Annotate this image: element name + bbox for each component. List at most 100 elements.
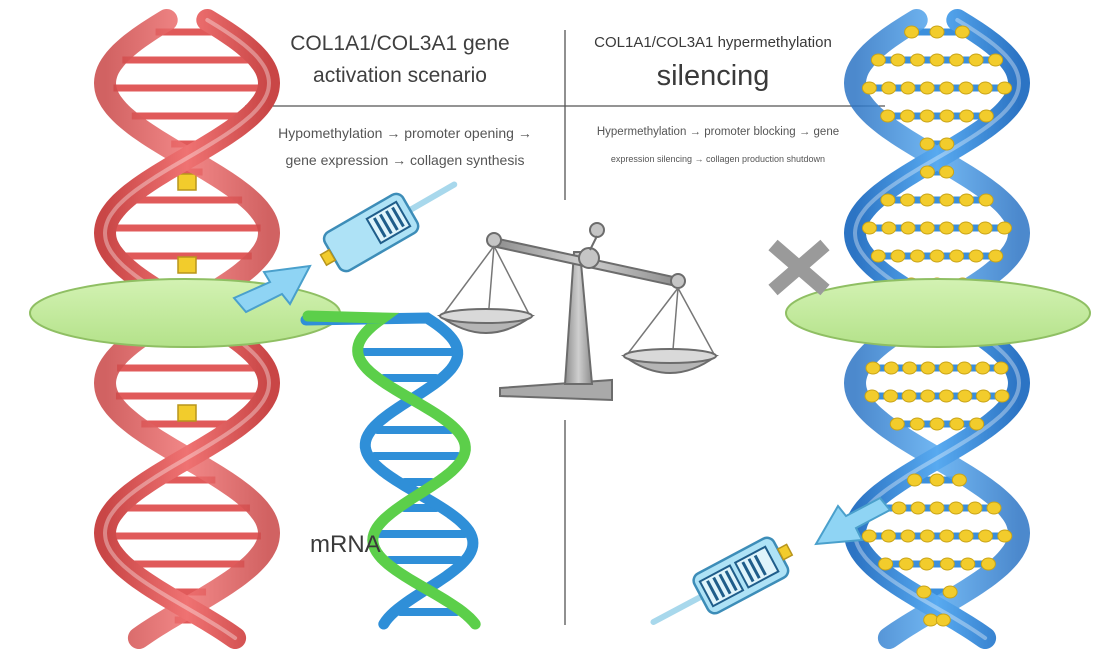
left-description-line2: gene expression → collagen synthesis xyxy=(285,152,525,168)
methyl-bead xyxy=(942,585,958,599)
methyl-bead xyxy=(900,221,916,235)
left-description-line1: Hypomethylation → promoter opening → xyxy=(278,125,532,141)
methyl-bead xyxy=(967,501,983,515)
methyl-bead xyxy=(870,249,886,263)
methyl-bead xyxy=(929,25,945,39)
methyl-bead xyxy=(883,389,899,403)
methyl-bead xyxy=(904,25,920,39)
methyl-bead xyxy=(881,529,896,543)
silencing-arrow-icon xyxy=(814,496,892,546)
panel-dividers xyxy=(245,30,885,625)
methyl-bead xyxy=(910,53,925,67)
methyl-bead xyxy=(900,529,916,543)
methyl-bead xyxy=(978,193,994,207)
methyl-bead xyxy=(939,557,955,571)
methyl-bead xyxy=(901,389,917,403)
methyl-bead xyxy=(929,417,945,431)
methyl-bead xyxy=(929,249,945,263)
balance-scale-icon xyxy=(436,222,720,402)
methyl-bead xyxy=(939,81,955,95)
methyl-bead xyxy=(880,109,896,123)
methyl-bead xyxy=(949,53,964,67)
methyl-bead xyxy=(975,389,991,403)
syringe-icon xyxy=(650,536,794,626)
methyl-bead xyxy=(920,389,936,403)
left-title-line2: activation scenario xyxy=(313,64,487,87)
methyl-bead xyxy=(919,557,935,571)
methyl-bead xyxy=(968,249,984,263)
methyl-bead xyxy=(929,473,945,487)
methyl-bead xyxy=(907,473,923,487)
methyl-bead xyxy=(949,249,965,263)
methyl-bead xyxy=(865,361,881,375)
methyl-bead xyxy=(870,53,886,67)
methyl-bead xyxy=(910,501,926,515)
methyl-bead xyxy=(890,53,906,67)
methyl-bead xyxy=(980,557,996,571)
methyl-bead xyxy=(988,249,1004,263)
methyl-marker xyxy=(177,256,197,274)
methyl-bead xyxy=(919,221,935,235)
methyl-bead xyxy=(861,81,877,95)
methyl-bead xyxy=(993,361,1009,375)
methyl-bead xyxy=(948,501,964,515)
methyl-bead xyxy=(939,221,955,235)
methyl-bead xyxy=(929,53,945,67)
methyl-bead xyxy=(994,389,1010,403)
methyl-bead xyxy=(960,557,976,571)
methyl-bead xyxy=(880,193,896,207)
methyl-bead xyxy=(988,53,1004,67)
methyl-bead xyxy=(899,109,915,123)
methyl-bead xyxy=(920,361,936,375)
methyl-bead xyxy=(997,221,1012,235)
methyl-bead xyxy=(889,417,905,431)
right-membrane xyxy=(785,278,1091,348)
methyl-bead xyxy=(978,109,994,123)
methyl-bead xyxy=(881,221,897,235)
methyl-marker xyxy=(177,404,197,422)
methyl-bead xyxy=(862,221,877,235)
mrna-strand xyxy=(300,310,481,630)
methyl-bead xyxy=(919,165,935,179)
methyl-bead xyxy=(956,361,972,375)
methyl-bead xyxy=(881,81,897,95)
methyl-bead xyxy=(939,165,955,179)
methyl-bead xyxy=(959,193,974,207)
methyl-bead xyxy=(878,557,894,571)
methyl-bead xyxy=(939,193,955,207)
methyl-bead xyxy=(919,137,935,151)
methyl-bead xyxy=(919,81,935,95)
methyl-bead xyxy=(958,81,974,95)
right-description-line1: Hypermethylation → promoter blocking → g… xyxy=(596,126,840,138)
methyl-bead xyxy=(939,137,955,151)
methyl-bead xyxy=(900,81,916,95)
methyl-bead xyxy=(957,389,973,403)
methyl-bead xyxy=(978,529,993,543)
methyl-bead xyxy=(958,529,974,543)
methyl-bead xyxy=(938,389,954,403)
methyl-bead xyxy=(909,249,925,263)
methyl-bead xyxy=(969,417,985,431)
methyl-bead xyxy=(977,81,993,95)
right-description-line2: expression silencing → collagen producti… xyxy=(610,154,826,164)
syringe-icon xyxy=(319,181,458,273)
methyl-bead xyxy=(919,529,935,543)
left-title-line1: COL1A1/COL3A1 gene xyxy=(290,32,510,55)
methyl-bead xyxy=(891,501,907,515)
mrna-label: mRNA xyxy=(310,531,381,558)
methyl-marker xyxy=(177,173,197,191)
methyl-bead xyxy=(938,361,954,375)
methyl-bead xyxy=(939,109,955,123)
methyl-bead xyxy=(954,25,970,39)
methyl-bead xyxy=(939,529,955,543)
methyl-bead xyxy=(997,81,1013,95)
blocked-x-icon xyxy=(768,239,830,296)
methyl-bead xyxy=(864,389,880,403)
methyl-bead xyxy=(923,613,939,627)
methyl-bead xyxy=(900,193,915,207)
methyl-bead xyxy=(883,361,899,375)
right-title-line2: silencing xyxy=(656,60,770,92)
methyl-bead xyxy=(861,529,877,543)
methyl-bead xyxy=(898,557,914,571)
methyl-bead xyxy=(902,361,918,375)
